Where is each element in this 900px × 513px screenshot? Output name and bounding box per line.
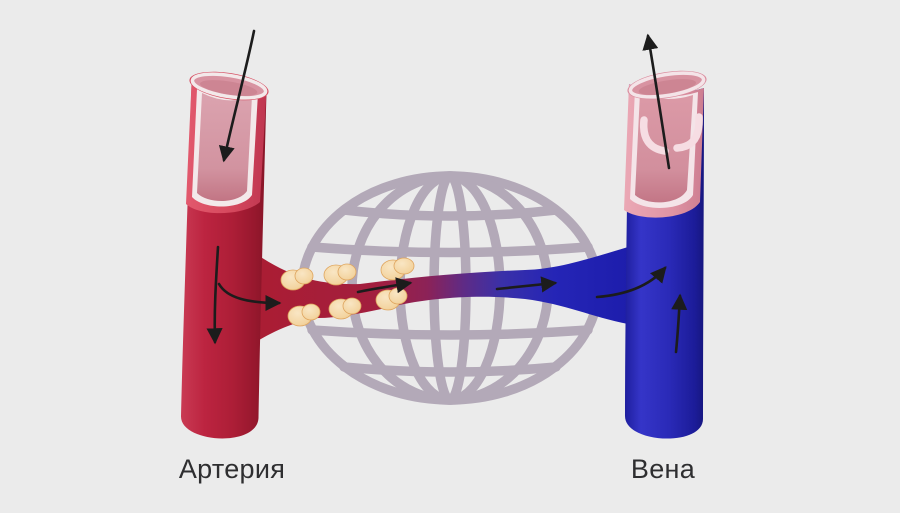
vein-illustration	[624, 70, 707, 439]
flow-into-artery-arrow	[218, 29, 256, 163]
mesh-latitude	[307, 242, 593, 258]
venous-valves	[639, 113, 703, 155]
mesh-latitude	[339, 205, 561, 221]
artery-label: Артерия	[179, 454, 285, 484]
mesh-latitude	[339, 362, 561, 377]
blood-flow-arrows	[206, 29, 688, 354]
sphincter	[287, 303, 321, 327]
sphincter	[323, 263, 357, 286]
flow-artery-to-capillary-arrow	[217, 282, 282, 312]
sphincter	[328, 297, 362, 320]
flow-out-of-vein-arrow	[642, 33, 671, 170]
venous-valve-right	[673, 113, 703, 152]
sphincter	[380, 257, 415, 281]
artery-illustration	[180, 71, 269, 439]
mesh-latitude	[307, 325, 593, 340]
capillary-vessel	[256, 247, 628, 342]
vein-label: Вена	[631, 454, 696, 484]
artery-open-end	[189, 71, 269, 101]
flow-up-vein-arrow	[671, 293, 688, 354]
flow-down-artery-arrow	[206, 245, 223, 345]
flow-capillary-right-arrow	[495, 276, 558, 293]
venous-valve-left	[639, 116, 669, 155]
vein-open-end	[627, 70, 707, 100]
sphincter	[280, 267, 314, 291]
flow-capillary-left-arrow	[356, 277, 413, 294]
artery-lumen	[197, 93, 252, 202]
flow-venule-to-vein-arrow	[595, 266, 667, 299]
